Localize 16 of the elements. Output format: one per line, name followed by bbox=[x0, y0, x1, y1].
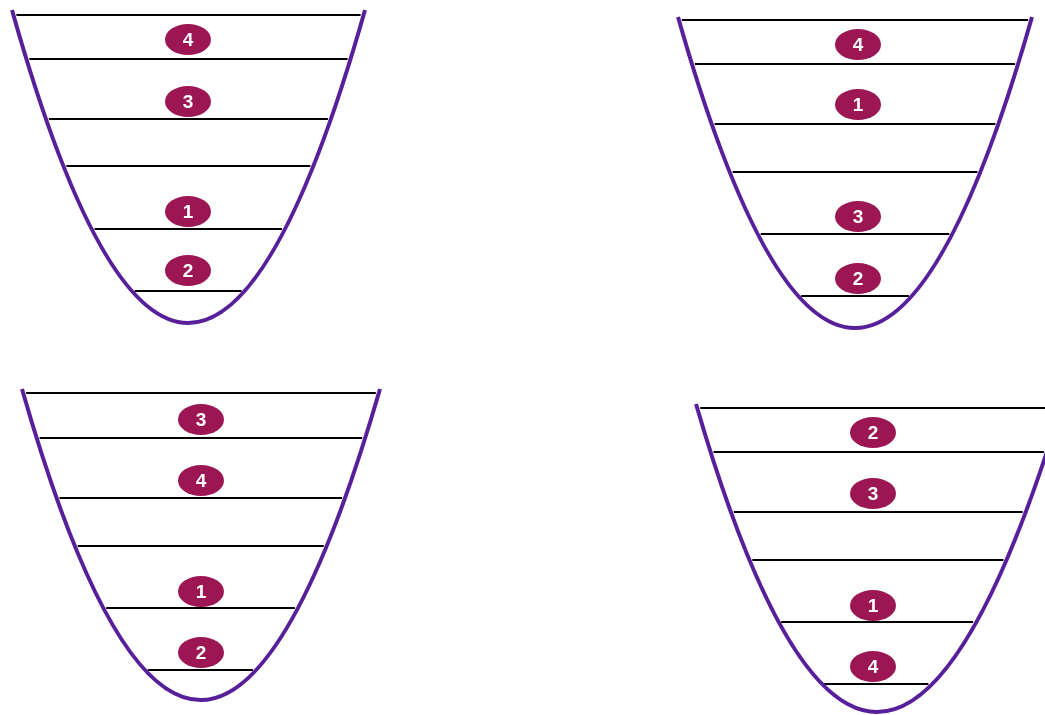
number-badge: 4 bbox=[850, 651, 896, 682]
number-badge: 3 bbox=[165, 86, 211, 117]
number-badge: 4 bbox=[835, 29, 881, 60]
number-badge: 3 bbox=[850, 478, 896, 509]
number-badge: 1 bbox=[178, 576, 224, 607]
number-badge: 3 bbox=[835, 201, 881, 232]
number-badge: 1 bbox=[835, 89, 881, 120]
number-badge: 2 bbox=[165, 255, 211, 286]
number-badge: 2 bbox=[835, 263, 881, 294]
number-badge: 3 bbox=[178, 404, 224, 435]
number-badge: 4 bbox=[178, 465, 224, 496]
number-badge: 1 bbox=[165, 196, 211, 227]
number-badge: 2 bbox=[850, 417, 896, 448]
number-badge: 4 bbox=[165, 24, 211, 55]
number-badge: 2 bbox=[178, 637, 224, 668]
number-badge: 1 bbox=[850, 590, 896, 621]
